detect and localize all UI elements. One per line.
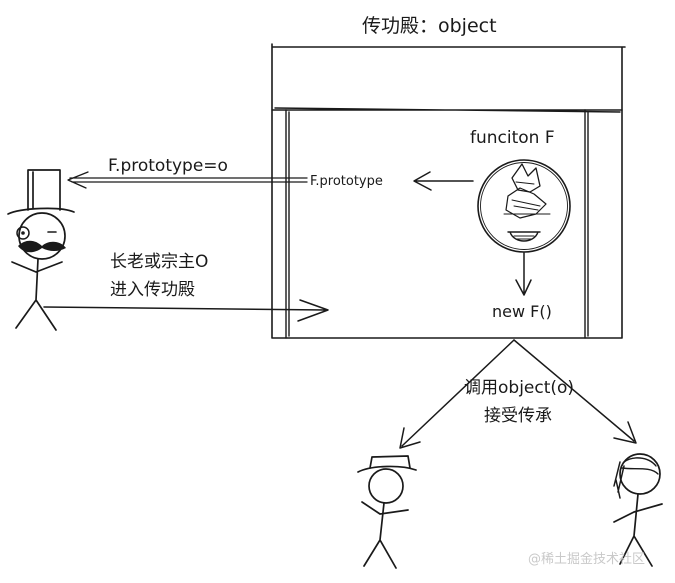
arrow-to-prototype — [413, 171, 474, 191]
arrow-to-disciple-right — [513, 339, 637, 444]
hall-outer-frame — [271, 43, 626, 339]
function-label: funciton F — [470, 128, 555, 148]
prototype-inner-label: F.prototype — [310, 174, 383, 189]
prototype-assign-label: F.prototype=o — [108, 156, 228, 176]
elder-line-1: 长老或宗主O — [110, 252, 208, 272]
arrow-prototype-to-elder — [67, 171, 308, 189]
watermark-text: @稀土掘金技术社区 — [528, 551, 645, 567]
elder-line-2: 进入传功殿 — [110, 280, 195, 300]
hall-title: 传功殿：object — [362, 15, 497, 37]
hall-inner-rail — [271, 107, 623, 113]
arrow-to-new — [515, 252, 532, 296]
hall-right-pillar — [584, 109, 589, 339]
call-line-1: 调用object(o) — [464, 378, 574, 398]
new-instance-label: new F() — [492, 302, 552, 321]
disciple-left-stick-figure — [357, 455, 417, 569]
call-line-2: 接受传承 — [484, 406, 552, 426]
arrow-to-disciple-left — [399, 339, 515, 449]
arrow-enter-hall — [43, 299, 329, 322]
hall-left-pillar — [285, 109, 290, 339]
elder-stick-figure — [7, 169, 75, 331]
disciple-right-stick-figure — [613, 453, 663, 567]
deity-medallion-icon — [477, 159, 571, 253]
